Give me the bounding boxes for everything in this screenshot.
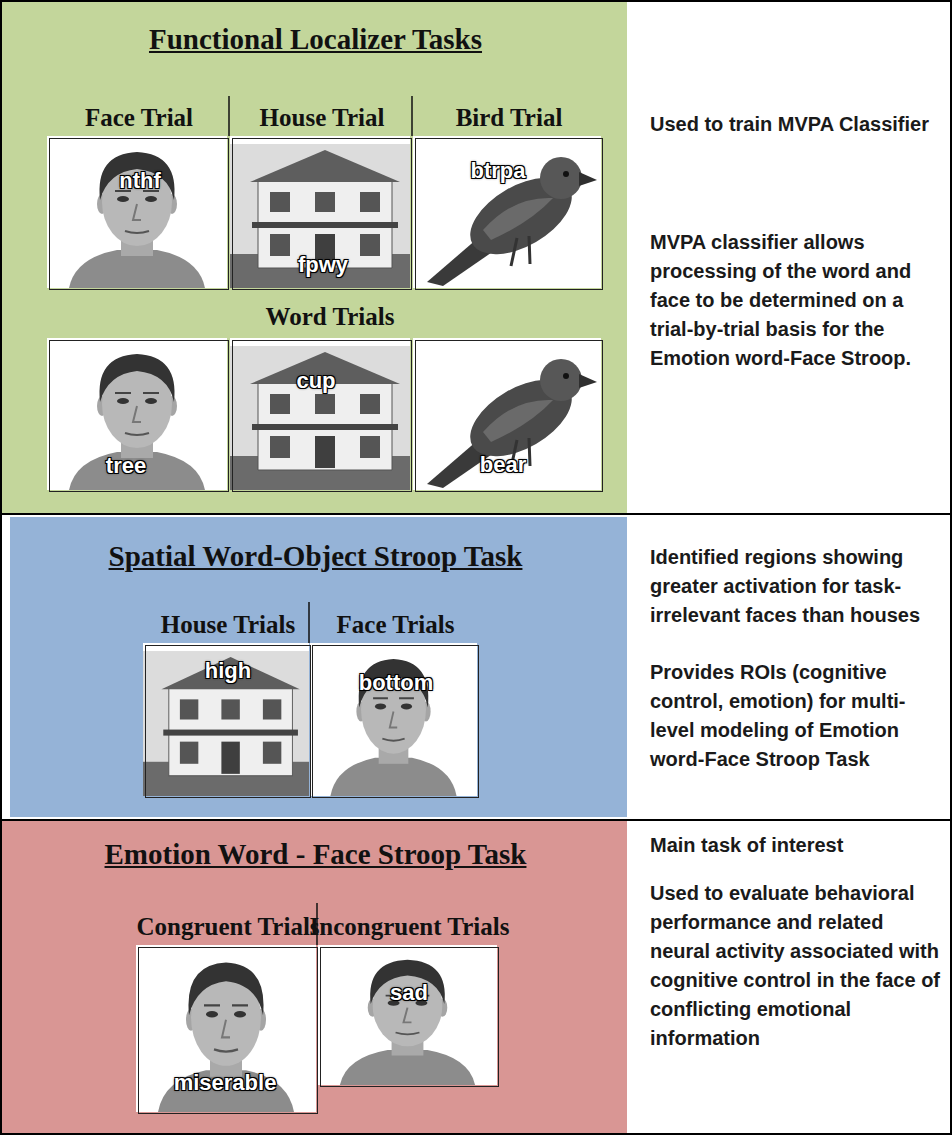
bird-photo [413,338,601,490]
panel-description: Used to evaluate behavioral performance … [650,879,946,1053]
task-panel: Emotion Word - Face Stroop Task Main task… [0,819,952,1135]
panel-description: Used to train MVPA Classifier [650,110,946,139]
stimulus-word: btrpa [471,159,526,183]
task-panel: Spatial Word-Object Stroop Task Identifie… [0,513,952,821]
panel-title: Emotion Word - Face Stroop Task [2,835,629,873]
stimulus-image: tree [49,340,229,492]
panel-title: Functional Localizer Tasks [2,20,629,58]
stimulus-word: miserable [174,1071,277,1095]
stimulus-word: nthf [119,169,161,193]
trial-header: Bird Trial [336,103,682,133]
panel-title: Spatial Word-Object Stroop Task [2,537,629,575]
stimulus-image: Bird Trialbtrpa [415,138,603,290]
house-photo [143,643,309,796]
task-panel: Functional Localizer TasksUsed to train … [0,0,952,515]
trial-header: House Trial [153,103,491,133]
face-photo [318,945,497,1085]
stimulus-word: bottom [359,671,434,695]
stimulus-word: high [205,659,251,683]
stimulus-image: Face Trialnthf [49,138,229,290]
face-photo [47,136,227,288]
stimulus-word: cup [296,369,335,393]
face-photo [47,338,227,490]
panel-description: Provides ROIs (cognitive control, emotio… [650,658,946,774]
stimulus-word: tree [106,454,146,478]
house-photo [230,136,410,288]
house-photo [230,338,410,490]
stimulus-word: fpwy [298,253,348,277]
stimulus-image: House Trialfpwy [232,138,412,290]
stimulus-image: House Trialshigh [145,645,311,798]
header-dividers [229,96,412,945]
panel-description: Identified regions showing greater activ… [650,543,946,630]
bird-photo [413,136,601,288]
stimulus-word: bear [480,453,526,477]
green-panel [0,0,627,514]
stimulus-image: cup [232,340,412,492]
stimulus-word: sad [390,981,428,1005]
stimulus-image: Congruent Trialsmiserable [138,947,318,1114]
trial-header: Incongruent Trials [241,912,578,942]
panel-description: Main task of interest [650,831,946,860]
stimulus-image: Incongruent Trialssad [320,947,499,1087]
stimulus-image: bear [415,340,603,492]
stimulus-image: Face Trialsbottom [312,645,479,798]
trial-header: Face Trials [233,610,558,640]
face-photo [310,643,477,796]
panel-description: MVPA classifier allows processing of the… [650,228,946,373]
face-photo [136,945,316,1112]
group-label: Word Trials [230,302,430,332]
